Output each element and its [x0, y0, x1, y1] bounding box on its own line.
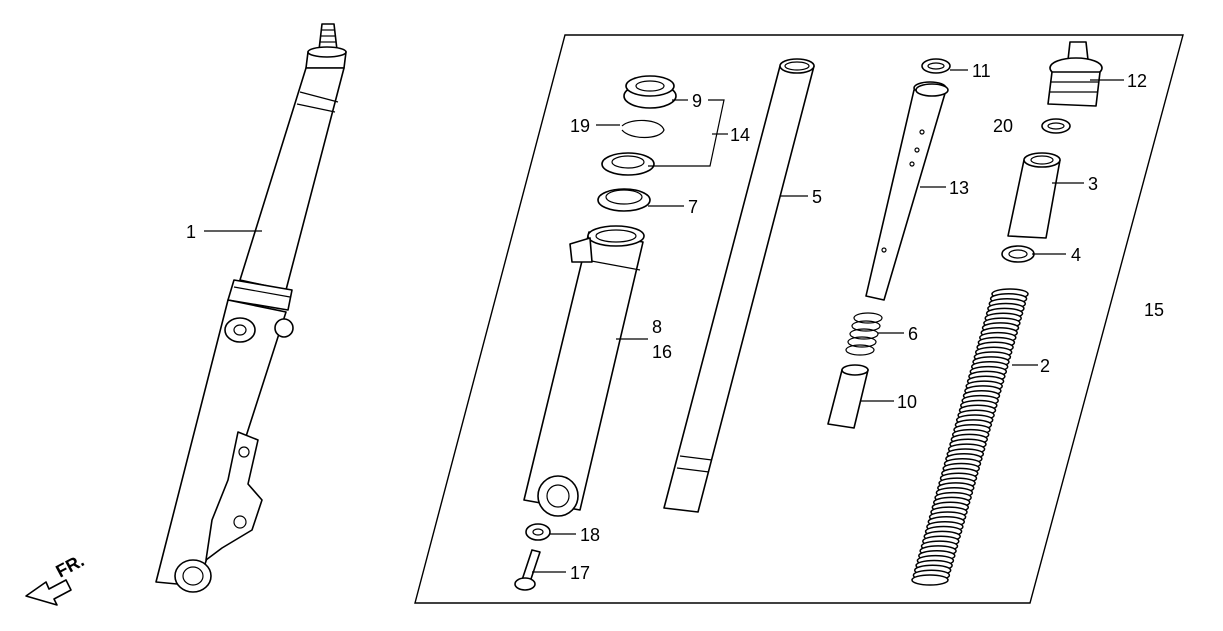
front-direction-arrow: FR.: [25, 550, 87, 606]
callout-9: 9: [692, 91, 702, 111]
oil-seal-part: [601, 152, 655, 176]
fork-pipe-part: [663, 58, 815, 513]
callout-6: 6: [908, 324, 918, 344]
callout-3: 3: [1088, 174, 1098, 194]
callout-labels: 1 2 3 4 5 6 7 8 9 10 11 12 13 14 15 16 1…: [186, 61, 1164, 583]
callout-20: 20: [993, 116, 1013, 136]
callout-12: 12: [1127, 71, 1147, 91]
dust-seal-part: [623, 75, 677, 109]
callout-14: 14: [730, 125, 750, 145]
spacer-part: [1007, 152, 1061, 239]
fork-slider-part: [523, 225, 645, 517]
front-direction-label: FR.: [52, 550, 87, 581]
stopper-ring-part: [621, 119, 665, 139]
fork-bolt-part: [1047, 41, 1103, 107]
callout-5: 5: [812, 187, 822, 207]
callout-16: 16: [652, 342, 672, 362]
callout-11: 11: [972, 61, 991, 81]
callout-17: 17: [570, 563, 590, 583]
callout-15: 15: [1144, 300, 1164, 320]
washer-part: [525, 523, 551, 541]
spring-coil: [911, 574, 949, 586]
fork-spring-part: [911, 288, 1029, 586]
callout-1: 1: [186, 222, 196, 242]
damper-rod-part: [865, 81, 949, 301]
leader-lines: [204, 69, 1124, 573]
callout-2: 2: [1040, 356, 1050, 376]
callout-7: 7: [688, 197, 698, 217]
piston-ring-part: [921, 58, 951, 74]
callout-10: 10: [897, 392, 917, 412]
o-ring-part: [1041, 118, 1071, 134]
oil-lock-piece-part: [827, 364, 869, 429]
spring-seat-part: [1001, 245, 1035, 263]
backup-ring-part: [597, 188, 651, 212]
fork-assembly-part: [155, 23, 347, 593]
callout-19: 19: [570, 116, 590, 136]
rebound-spring-part: [845, 312, 883, 356]
socket-bolt-part: [514, 549, 541, 591]
callout-13: 13: [949, 178, 969, 198]
callout-4: 4: [1071, 245, 1081, 265]
assembly-frame: [414, 34, 1184, 604]
callout-8: 8: [652, 317, 662, 337]
callout-18: 18: [580, 525, 600, 545]
